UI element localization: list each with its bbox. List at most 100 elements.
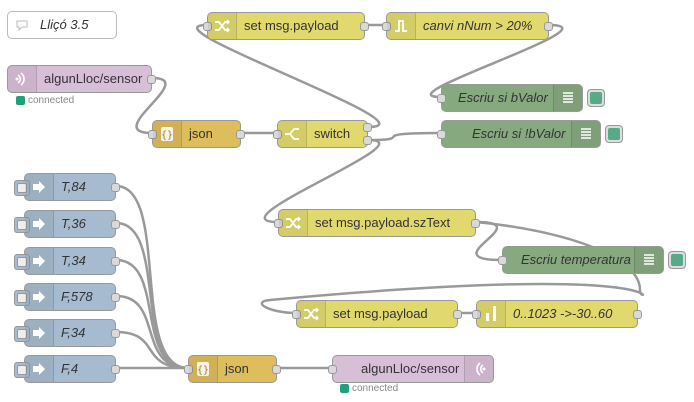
- output-port[interactable]: [633, 310, 642, 319]
- wire: [196, 23, 381, 129]
- inject-trigger-button[interactable]: [14, 290, 30, 306]
- inject-trigger-button[interactable]: [14, 180, 30, 196]
- debug-bvalor-node[interactable]: Escriu si bValor: [437, 84, 605, 112]
- debug-toggle-button[interactable]: [668, 251, 686, 269]
- change-bottom-label: set msg.payload: [333, 306, 428, 321]
- change-top-label: set msg.payload: [244, 18, 339, 33]
- debug-temp-label: Escriu temperatura: [521, 252, 631, 267]
- inject-node[interactable]: F,4: [14, 355, 120, 383]
- change-sztext-node[interactable]: set msg.payload.szText: [274, 209, 480, 237]
- range-node[interactable]: 0..1023 ->-30..60: [472, 300, 642, 328]
- comment-node[interactable]: Lliçó 3.5: [7, 11, 117, 39]
- json-node-top[interactable]: {} json: [148, 120, 245, 148]
- input-port[interactable]: [203, 22, 212, 31]
- input-port[interactable]: [437, 94, 446, 103]
- input-port[interactable]: [274, 219, 283, 228]
- mqtt-in-node[interactable]: algunLloc/sensor: [7, 65, 156, 93]
- mqtt-out-node[interactable]: algunLloc/sensor: [328, 355, 494, 383]
- json-top-label: json: [189, 126, 213, 141]
- wire: [115, 184, 189, 370]
- list-icon: [571, 121, 600, 147]
- output-port-1[interactable]: [363, 123, 372, 132]
- output-port[interactable]: [111, 220, 120, 229]
- debug-not-bvalor-node[interactable]: Escriu si !bValor: [437, 120, 623, 148]
- wire: [115, 294, 189, 370]
- switch-node[interactable]: switch: [273, 120, 372, 148]
- mqtt-in-label: algunLloc/sensor: [44, 71, 143, 86]
- output-port[interactable]: [236, 130, 245, 139]
- inject-trigger-button[interactable]: [14, 217, 30, 233]
- output-port[interactable]: [471, 219, 480, 228]
- wire: [429, 23, 564, 99]
- json-node-bottom[interactable]: {} json: [184, 355, 281, 383]
- json-bottom-label: json: [225, 361, 249, 376]
- debug-temperatura-node[interactable]: Escriu temperatura: [498, 246, 686, 274]
- status-dot-icon: [16, 96, 25, 105]
- input-port[interactable]: [148, 130, 157, 139]
- input-port[interactable]: [328, 365, 337, 374]
- inject-node[interactable]: F,578: [14, 283, 120, 311]
- output-port[interactable]: [111, 365, 120, 374]
- mqtt-in-status: connected: [16, 96, 74, 106]
- output-port[interactable]: [544, 22, 553, 31]
- change-payload-bottom-node[interactable]: set msg.payload: [292, 300, 462, 328]
- output-port[interactable]: [111, 329, 120, 338]
- output-port[interactable]: [111, 183, 120, 192]
- inject-trigger-button[interactable]: [14, 326, 30, 342]
- output-port[interactable]: [111, 257, 120, 266]
- inject-node[interactable]: F,34: [14, 319, 120, 347]
- output-port[interactable]: [453, 310, 462, 319]
- debug-toggle-button[interactable]: [605, 125, 623, 143]
- comment-icon: [16, 20, 28, 31]
- arrow-right-icon: [25, 284, 54, 310]
- change-payload-top-node[interactable]: set msg.payload: [203, 12, 369, 40]
- rbe-node[interactable]: canvi nNum > 20%: [382, 12, 553, 40]
- input-port[interactable]: [382, 22, 391, 31]
- range-icon: [477, 301, 506, 327]
- inject-label: T,36: [61, 216, 86, 231]
- input-port[interactable]: [472, 310, 481, 319]
- inject-label: F,4: [61, 361, 79, 376]
- output-port[interactable]: [111, 293, 120, 302]
- svg-text:{}: {}: [197, 365, 209, 376]
- status-dot-icon: [340, 384, 349, 393]
- inject-label: T,84: [61, 179, 86, 194]
- wire: [263, 138, 381, 224]
- output-port[interactable]: [272, 365, 281, 374]
- input-port[interactable]: [273, 130, 282, 139]
- inject-label: F,578: [61, 289, 93, 304]
- wire: [115, 258, 189, 370]
- inject-node[interactable]: T,34: [14, 247, 120, 275]
- wifi-icon: [8, 66, 37, 92]
- arrow-right-icon: [25, 356, 54, 382]
- output-port[interactable]: [360, 22, 369, 31]
- input-port[interactable]: [292, 310, 301, 319]
- wire: [135, 76, 167, 135]
- svg-text:{}: {}: [161, 130, 173, 141]
- inject-trigger-button[interactable]: [14, 254, 30, 270]
- switch-icon: [278, 121, 307, 147]
- wifi-icon: [464, 356, 493, 382]
- inject-node[interactable]: T,84: [14, 173, 120, 201]
- wire: [475, 220, 503, 262]
- change-sztext-label: set msg.payload.szText: [315, 215, 451, 230]
- input-port[interactable]: [498, 256, 507, 265]
- rbe-icon: [387, 13, 416, 39]
- rbe-label: canvi nNum > 20%: [423, 18, 533, 33]
- arrow-right-icon: [25, 174, 54, 200]
- switch-label: switch: [314, 126, 351, 141]
- input-port[interactable]: [184, 365, 193, 374]
- arrow-right-icon: [25, 320, 54, 346]
- arrow-right-icon: [25, 211, 54, 237]
- inject-trigger-button[interactable]: [14, 362, 30, 378]
- braces-icon: {}: [153, 121, 182, 147]
- debug-toggle-button[interactable]: [587, 89, 605, 107]
- mqtt-out-status-text: connected: [352, 383, 399, 395]
- inject-node[interactable]: T,36: [14, 210, 120, 238]
- output-port[interactable]: [147, 75, 156, 84]
- comment-label: Lliçó 3.5: [40, 17, 89, 32]
- input-port[interactable]: [437, 130, 446, 139]
- output-port-2[interactable]: [363, 136, 372, 145]
- arrow-right-icon: [25, 248, 54, 274]
